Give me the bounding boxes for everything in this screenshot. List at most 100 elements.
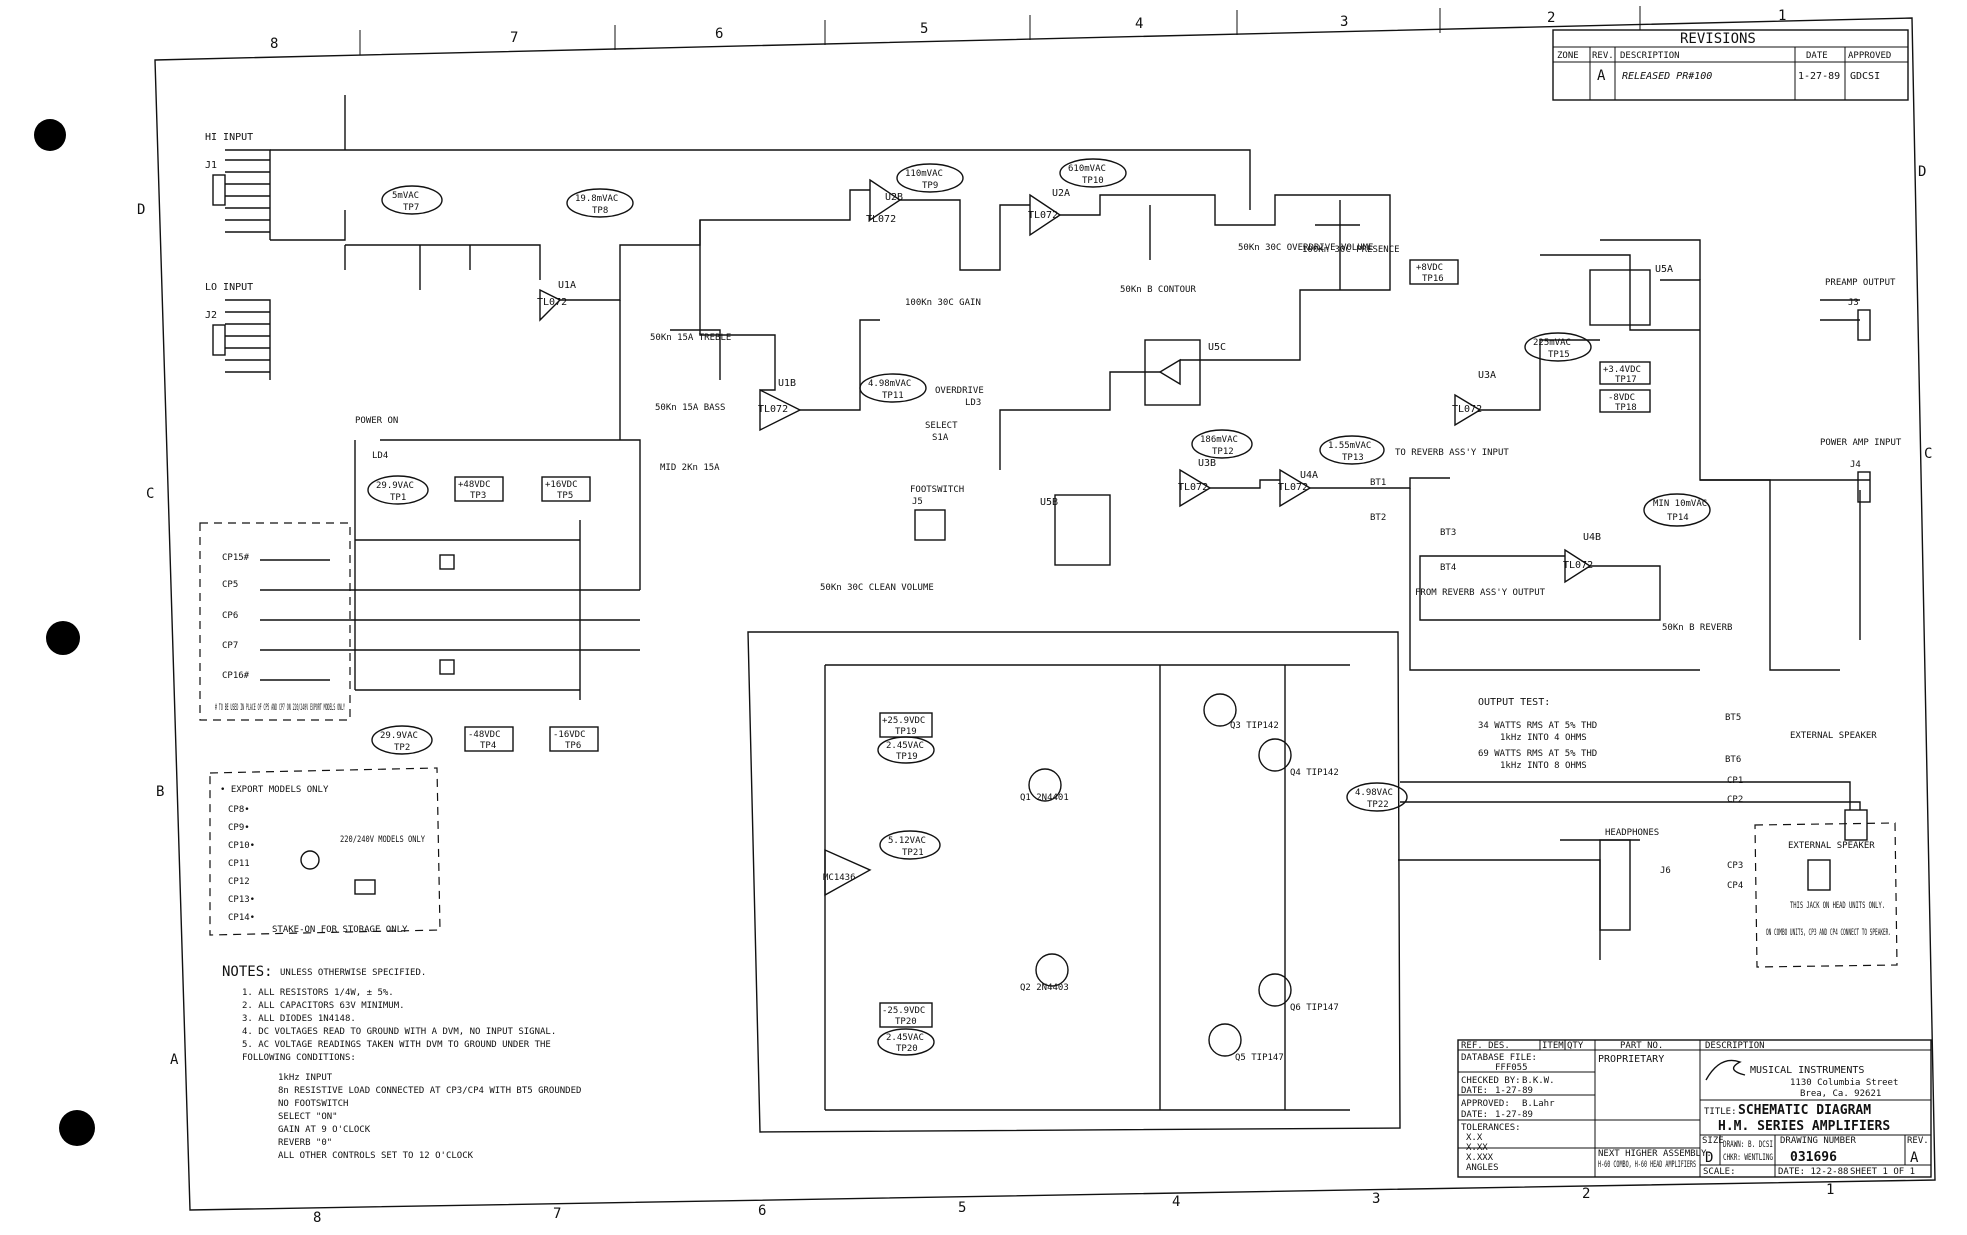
svg-text:TP4: TP4 <box>480 741 496 751</box>
j1-label: J1 <box>205 160 217 171</box>
tb-title-label: TITLE: <box>1704 1107 1737 1117</box>
tb-date2-value: 1-27-89 <box>1495 1110 1533 1120</box>
note-6: FOLLOWING CONDITIONS: <box>242 1053 356 1063</box>
hi-input-label: HI INPUT <box>205 132 253 143</box>
svg-text:TP13: TP13 <box>1342 453 1364 463</box>
clean-volume-pot: 50Kn 30C CLEAN VOLUME <box>820 583 934 593</box>
condition-7: ALL OTHER CONTROLS SET TO 12 O'CLOCK <box>278 1151 474 1161</box>
svg-text:5mVAC: 5mVAC <box>392 191 419 201</box>
opamp-u4b-ref: U4B <box>1583 532 1601 543</box>
svg-text:29.9VAC: 29.9VAC <box>380 731 418 741</box>
zone-left-a: A <box>170 1052 179 1068</box>
bt5-label: BT5 <box>1725 713 1741 723</box>
export-dashed-box <box>209 767 441 936</box>
svg-text:-8VDC: -8VDC <box>1608 393 1635 403</box>
note-3: 3. ALL DIODES 1N4148. <box>242 1014 356 1024</box>
tb-description-header: DESCRIPTION <box>1705 1041 1765 1051</box>
u5c-switch <box>1144 339 1201 406</box>
overdrive-volume-pot: 50Kn 30C OVERDRIVE VOLUME <box>1238 243 1373 253</box>
q6-label: Q6 TIP147 <box>1290 1003 1339 1013</box>
svg-text:1.55mVAC: 1.55mVAC <box>1328 441 1371 451</box>
zone-bottom-8: 8 <box>313 1210 321 1226</box>
tb-date1: DATE: <box>1461 1086 1488 1096</box>
revisions-block: REVISIONS ZONE REV. DESCRIPTION DATE APP… <box>1552 29 1909 101</box>
svg-text:+48VDC: +48VDC <box>458 480 491 490</box>
svg-text:19.8mVAC: 19.8mVAC <box>575 194 618 204</box>
note-5: 5. AC VOLTAGE READINGS TAKEN WITH DVM TO… <box>242 1040 551 1050</box>
tb-tol-2: X.XX <box>1466 1143 1488 1153</box>
svg-text:TP22: TP22 <box>1367 800 1389 810</box>
ld4-label: LD4 <box>372 451 388 461</box>
to-reverb-label: TO REVERB ASS'Y INPUT <box>1395 448 1509 458</box>
headphone-jack-block <box>1599 839 1631 931</box>
fuse-note: # TO BE USED IN PLACE OF CP5 AND CP7 ON … <box>215 703 345 713</box>
condition-4: SELECT "ON" <box>278 1112 338 1122</box>
tb-drawn: DRAWN: B. DCSI <box>1723 1140 1773 1150</box>
cp1-label: CP1 <box>1727 776 1743 786</box>
svg-text:TP11: TP11 <box>882 391 904 401</box>
export-cp8: CP8• <box>228 805 250 815</box>
zone-top-1: 1 <box>1778 8 1786 24</box>
svg-text:TP2: TP2 <box>394 743 410 753</box>
export-cp13: CP13• <box>228 895 255 905</box>
tb-next-higher: NEXT HIGHER ASSEMBLY: <box>1598 1149 1712 1159</box>
export-cp11: CP11 <box>228 859 250 869</box>
fender-logo <box>1705 1059 1746 1081</box>
notes-block: NOTES: UNLESS OTHERWISE SPECIFIED. 1. AL… <box>222 964 581 1161</box>
misc-labels: POWER ON LD4 OVERDRIVE LD3 SELECT S1A FO… <box>355 278 1902 841</box>
cp15-label: CP15# <box>222 553 250 563</box>
svg-text:2.45VAC: 2.45VAC <box>886 741 924 751</box>
opamp-u3b-ref: U3B <box>1198 458 1216 469</box>
overdrive-label: OVERDRIVE <box>935 386 984 396</box>
opamp-u1a: TL072 <box>537 297 567 308</box>
svg-text:TP20: TP20 <box>896 1044 918 1054</box>
output-test: OUTPUT TEST: 34 WATTS RMS AT 5% THD 1kHz… <box>1478 697 1597 771</box>
tb-next-value: H-60 COMBO, H-60 HEAD AMPLIFIERS <box>1598 1160 1696 1170</box>
svg-text:29.9VAC: 29.9VAC <box>376 481 414 491</box>
opamp-u3a-ref: U3A <box>1478 370 1496 381</box>
tb-address2: Brea, Ca. 92621 <box>1800 1089 1881 1099</box>
opamp-u2b-ref: U2B <box>885 192 903 203</box>
tb-tol-4: ANGLES <box>1466 1163 1499 1173</box>
tb-rev: A <box>1910 1150 1919 1166</box>
binder-hole-middle <box>46 621 80 655</box>
title-block: REF. DES. ITEM QTY PART NO. DESCRIPTION … <box>1457 1039 1932 1178</box>
svg-text:TP3: TP3 <box>470 491 486 501</box>
zone-bottom-2: 2 <box>1582 1186 1590 1202</box>
j5-label: J5 <box>912 497 923 507</box>
tb-sheet: SHEET 1 OF 1 <box>1850 1167 1915 1177</box>
rev-col-date: DATE <box>1806 51 1828 61</box>
svg-text:MIN 10mVAC: MIN 10mVAC <box>1653 499 1707 509</box>
mid-pot: MID 2Kn 15A <box>660 463 720 473</box>
condition-1: 1kHz INPUT <box>278 1073 333 1083</box>
export-220-label: 220/240V MODELS ONLY <box>340 835 425 845</box>
output-test-line3: 69 WATTS RMS AT 5% THD <box>1478 749 1597 759</box>
svg-text:TP6: TP6 <box>565 741 581 751</box>
contour-pot: 50Kn B CONTOUR <box>1120 285 1196 295</box>
bt2-label: BT2 <box>1370 513 1386 523</box>
j3-label: J3 <box>1848 298 1859 308</box>
j2-label: J2 <box>205 310 217 321</box>
q4-label: Q4 TIP142 <box>1290 768 1339 778</box>
this-jack-note: THIS JACK ON HEAD UNITS ONLY. <box>1790 901 1885 911</box>
export-cp10: CP10• <box>228 841 255 851</box>
switch-u5c: U5C <box>1208 342 1226 353</box>
power-on-label: POWER ON <box>355 416 398 426</box>
tb-company: MUSICAL INSTRUMENTS <box>1750 1065 1864 1076</box>
svg-text:-25.9VDC: -25.9VDC <box>882 1006 925 1016</box>
input-section: HI INPUT LO INPUT J1 J2 <box>205 95 1251 380</box>
svg-text:-48VDC: -48VDC <box>468 730 501 740</box>
j5-jack <box>914 509 946 541</box>
note-1: 1. ALL RESISTORS 1/4W, ± 5%. <box>242 988 394 998</box>
opamp-u1a-ref: U1A <box>558 280 576 291</box>
